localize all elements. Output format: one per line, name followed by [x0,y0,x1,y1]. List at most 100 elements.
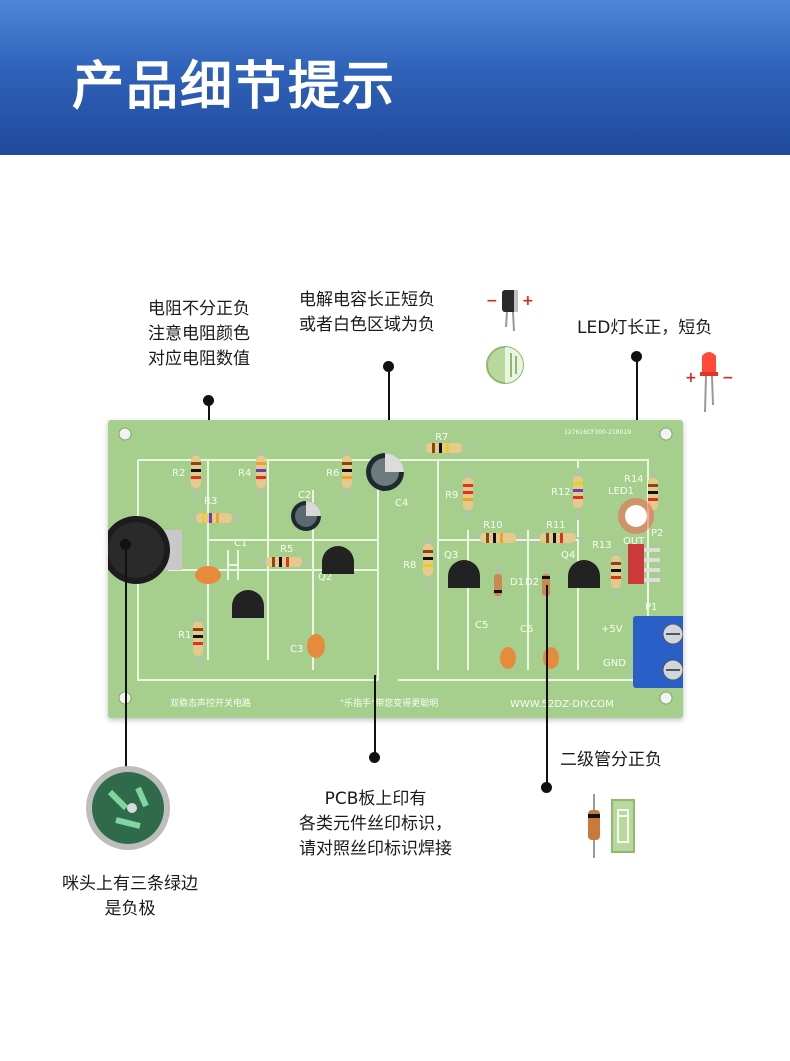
diode-icon [588,794,600,858]
diode-footprint-icon [611,799,635,853]
diode-callout: 二级管分正负 [560,748,662,773]
label-r5: R5 [280,544,293,555]
board-led [618,498,654,534]
label-r9: R9 [445,490,458,501]
capacitor-c3 [307,634,325,658]
resistor-r6 [342,448,352,500]
label-r7: R7 [435,432,448,443]
resistor-r5 [258,557,312,567]
pcb-leader-dot [369,752,380,763]
board-footer-mid: "乐指手"带您变得更聪明 [340,697,438,709]
capacitor-c1 [195,566,221,584]
label-out: OUT [623,536,645,547]
board-code: 127616CF300-218019 [564,429,631,436]
label-r14: R14 [624,474,644,485]
resistor-r14 [648,470,658,520]
label-c3: C3 [290,644,303,655]
label-plus5v: +5V [601,624,623,635]
mic-callout-line-1: 咪头上有三条绿边 [62,874,198,894]
pcb-callout-line-1: PCB板上印有 [324,789,427,809]
capacitor-minus-mark: − [486,293,498,309]
transistor-q1 [232,590,264,618]
label-c4: C4 [395,498,408,509]
diode-callout-line-1: 二级管分正负 [560,750,662,770]
pcb-callout-line-3: 请对照丝印标识焊接 [299,839,452,859]
pcb-callout-line-2: 各类元件丝印标识， [299,814,452,834]
label-q3: Q3 [444,550,458,561]
label-p1: P1 [645,602,657,613]
label-r12: R12 [551,487,571,498]
led-callout: LED灯长正，短负 [577,316,712,341]
capacitor-plus-mark: + [522,293,534,309]
capacitor-callout-line-1: 电解电容长正短负 [299,290,435,310]
pcb-leader-line [374,675,376,757]
resistor-r10 [472,533,526,543]
diode-leader-dot [541,782,552,793]
label-r8: R8 [403,560,416,571]
resistors [188,443,658,668]
capacitor-callout: 电解电容长正短负 或者白色区域为负 [299,288,435,338]
pcb-callout: PCB板上印有 各类元件丝印标识， 请对照丝印标识焊接 [288,787,463,862]
resistor-r13 [611,548,621,598]
label-r4: R4 [238,468,251,479]
board-microphone [102,516,182,584]
transistors [232,546,600,618]
label-d1: D1 [510,577,524,588]
capacitor-callout-line-2: 或者白色区域为负 [299,315,435,335]
diode-leader-line [546,585,548,785]
capacitor-footprint-icon [486,346,524,384]
resistor-r7 [418,443,472,453]
label-led1: LED1 [608,486,634,497]
terminal-block-p1 [633,616,693,688]
capacitor-c2 [291,501,321,531]
label-c2: C2 [298,490,311,501]
mic-leader-dot-top [120,539,131,550]
capacitor-c5 [500,647,516,669]
transistor-q2 [322,546,354,574]
electrolytic-capacitor-icon: − + [486,290,534,332]
led-callout-line-1: LED灯长正，短负 [577,318,713,338]
label-r13: R13 [592,540,612,551]
label-q2: Q2 [318,572,332,583]
label-r3: R3 [204,496,217,507]
transistor-q3 [448,560,480,588]
label-p2: P2 [651,528,663,539]
led-illustration: + − [685,352,734,413]
electrolytic-capacitor-illustration: − + [486,290,534,384]
resistor-r3 [188,513,242,523]
resistor-callout: 电阻不分正负 注意电阻颜色 对应电阻数值 [148,297,250,372]
page-title: 产品细节提示 [72,57,397,117]
led-minus-mark: − [722,370,734,386]
microphone-icon [86,766,170,850]
label-gnd: GND [603,658,626,669]
board-footer-left: 双稳态声控开关电路 [170,697,251,709]
resistor-r4 [256,448,266,500]
mic-callout: 咪头上有三条绿边 是负极 [50,872,210,922]
label-r2: R2 [172,468,185,479]
label-d2: D2 [525,577,539,588]
label-c5: C5 [475,620,488,631]
capacitor-leader-line [388,366,390,456]
label-r10: R10 [483,520,503,531]
label-q4: Q4 [561,550,575,561]
resistor-r12 [573,468,583,520]
mic-leader-line [125,544,127,774]
label-c1: C1 [234,538,247,549]
label-c6: C6 [520,624,533,635]
microphone-bottom-illustration [86,766,170,850]
resistor-r1 [193,612,203,668]
label-r6: R6 [326,468,339,479]
diode-d1 [494,566,502,606]
pcb-board-drawing: R2 R3 R4 R5 R6 R7 R8 R9 R10 R11 R12 R13 … [102,427,693,710]
board-footer-right: WWW.52DZ-DIY.COM [510,699,614,710]
resistor-r9 [463,470,473,520]
header-banner: 产品细节提示 [0,0,790,155]
resistor-callout-line-1: 电阻不分正负 [148,299,250,319]
led-plus-mark: + [685,370,697,386]
resistor-callout-line-3: 对应电阻数值 [148,349,250,369]
resistor-r8 [423,536,433,588]
label-r11: R11 [546,520,566,531]
mic-callout-line-2: 是负极 [104,899,156,919]
resistor-r11 [532,533,586,543]
resistor-callout-line-2: 注意电阻颜色 [148,324,250,344]
